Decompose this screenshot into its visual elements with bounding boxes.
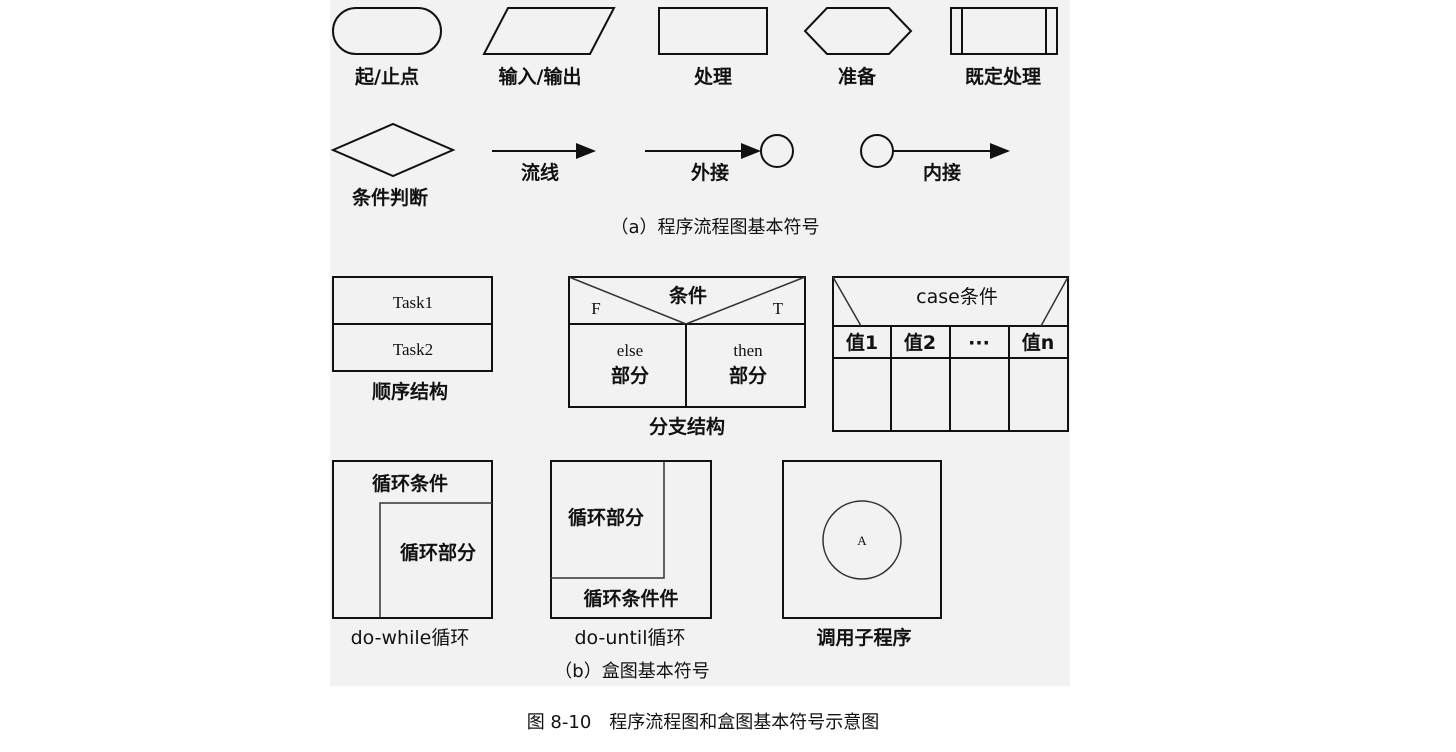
branch-box: 条件 F T else 部分 then 部分 分支结构 — [568, 276, 806, 438]
process-symbol: 处理 — [658, 7, 768, 88]
sequence-label: 顺序结构 — [372, 380, 448, 403]
case-box: case条件 值1 值2 ··· 值n — [832, 276, 1069, 432]
call-node-label: A — [857, 533, 867, 548]
caption-a: （a）程序流程图基本符号 — [610, 217, 819, 238]
connector-out-symbol: 外接 — [645, 134, 794, 184]
sequence-task2: Task2 — [393, 340, 433, 359]
branch-condition: 条件 — [669, 284, 707, 307]
terminal-label: 起/止点 — [354, 66, 419, 88]
case-condition: case条件 — [916, 286, 998, 308]
decision-symbol: 条件判断 — [330, 122, 456, 209]
preparation-label: 准备 — [838, 65, 877, 88]
branch-true-label: T — [773, 299, 784, 318]
figure-panel — [330, 0, 1070, 686]
call-subroutine-label: 调用子程序 — [816, 626, 911, 649]
branch-else-line2: 部分 — [611, 364, 649, 387]
do-while-box: 循环条件 循环部分 do-while循环 — [332, 460, 493, 649]
case-value-ellipsis: ··· — [968, 332, 990, 354]
do-while-body: 循环部分 — [400, 541, 476, 564]
do-until-label: do-until循环 — [575, 627, 686, 649]
do-until-box: 循环部分 循环条件件 do-until循环 — [550, 460, 712, 649]
connector-in-label: 内接 — [923, 161, 961, 184]
branch-false-label: F — [591, 299, 600, 318]
preparation-symbol: 准备 — [803, 7, 913, 88]
case-value-1: 值1 — [846, 331, 878, 354]
terminal-symbol: 起/止点 — [332, 7, 442, 88]
case-value-2: 值2 — [904, 331, 936, 354]
case-value-n: 值n — [1022, 331, 1055, 354]
sequence-box: Task1 Task2 顺序结构 — [332, 276, 493, 403]
io-label: 输入/输出 — [499, 65, 582, 88]
io-symbol: 输入/输出 — [482, 7, 616, 88]
predefined-process-symbol: 既定处理 — [950, 7, 1058, 88]
do-while-condition: 循环条件 — [372, 472, 448, 495]
branch-label: 分支结构 — [649, 415, 725, 438]
do-until-condition: 循环条件件 — [583, 587, 678, 610]
branch-then-line1: then — [733, 341, 763, 360]
process-label: 处理 — [693, 65, 732, 88]
do-until-body: 循环部分 — [568, 506, 644, 529]
sequence-task1: Task1 — [393, 293, 433, 312]
branch-then-line2: 部分 — [729, 364, 767, 387]
call-subroutine-box: A 调用子程序 — [782, 460, 942, 649]
predefined-label: 既定处理 — [965, 65, 1041, 88]
figure-caption: 图 8-10 程序流程图和盒图基本符号示意图 — [527, 712, 880, 733]
connector-out-label: 外接 — [691, 161, 729, 184]
caption-b: （b）盒图基本符号 — [554, 661, 709, 682]
connector-in-symbol: 内接 — [860, 134, 1010, 184]
do-while-label: do-while循环 — [351, 627, 470, 649]
flowline-label: 流线 — [521, 161, 559, 184]
decision-label: 条件判断 — [352, 186, 428, 209]
branch-else-line1: else — [617, 341, 643, 360]
flowline-symbol: 流线 — [492, 143, 596, 184]
